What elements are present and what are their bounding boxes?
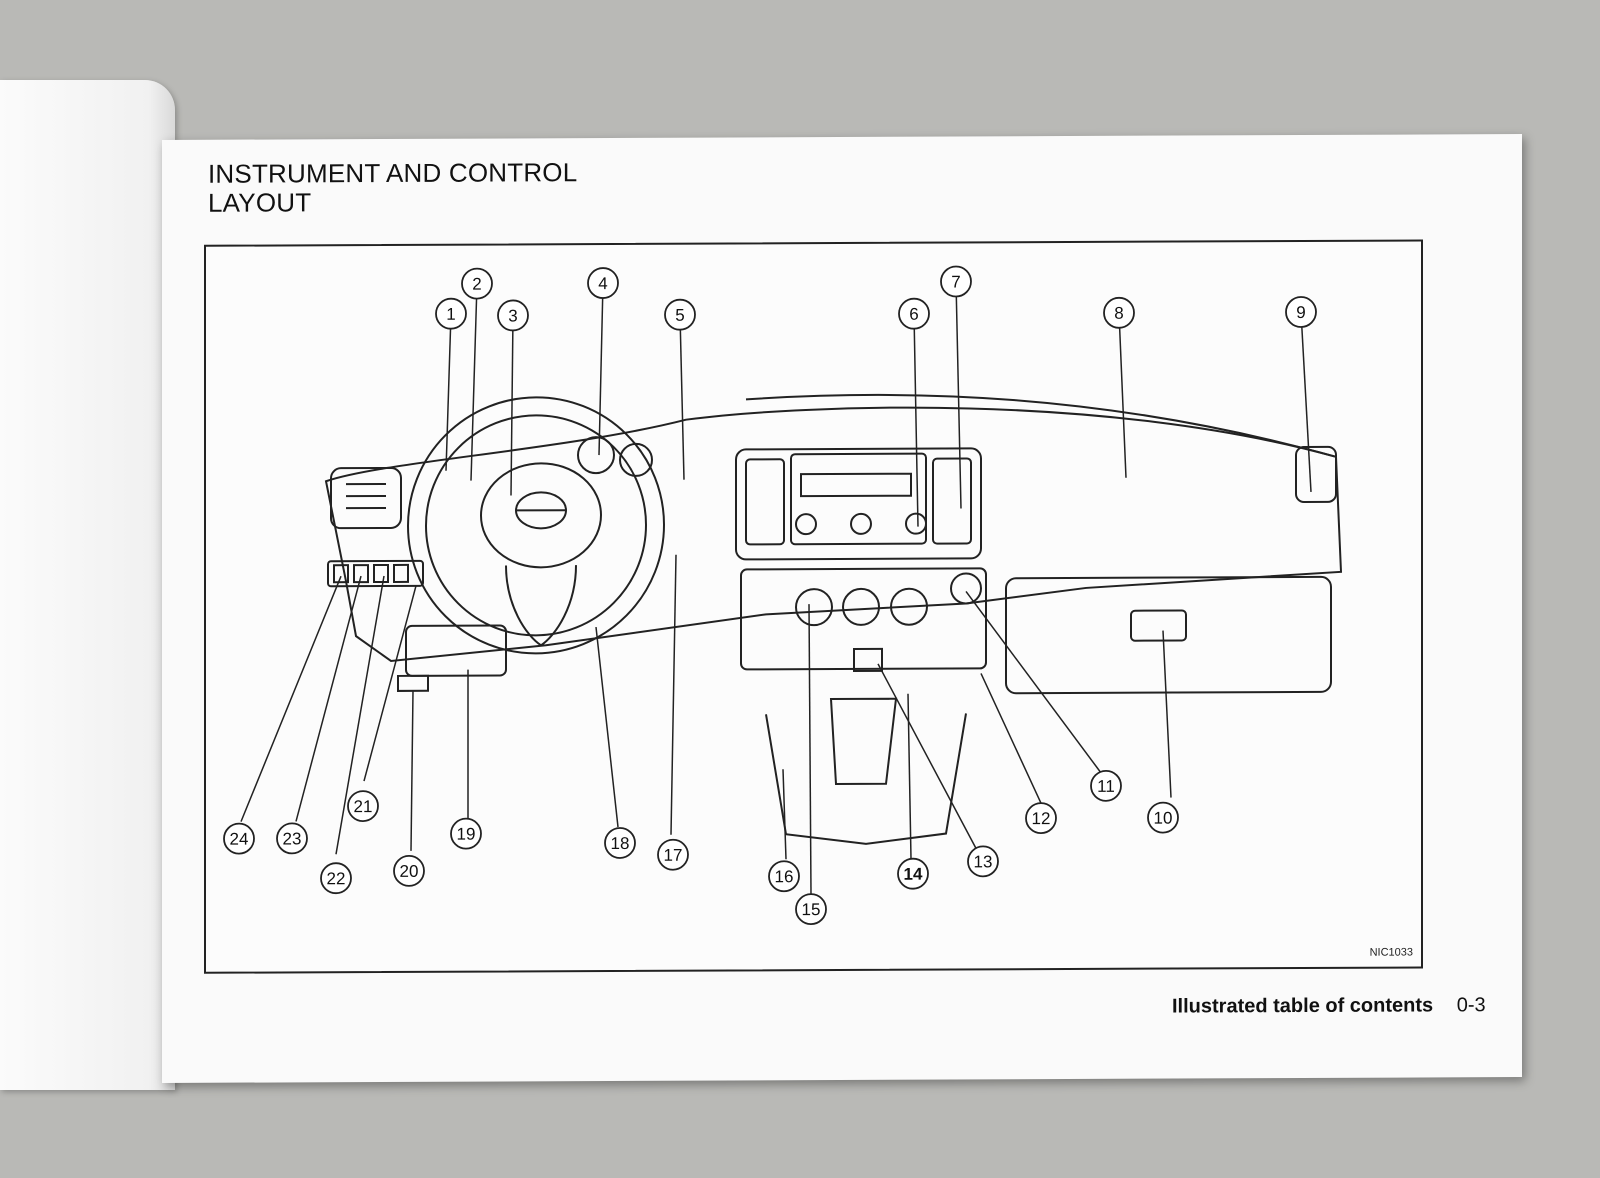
meter-right [619,442,653,477]
svg-text:19: 19 [457,825,476,844]
callout-19: 19 [450,817,482,850]
svg-text:3: 3 [508,306,517,325]
dashboard-outline [324,406,1343,663]
svg-text:5: 5 [675,306,684,325]
svg-text:22: 22 [327,869,346,888]
center-console [765,713,967,845]
callout-12: 12 [1025,802,1057,835]
svg-text:9: 9 [1296,303,1305,322]
manual-page: INSTRUMENT AND CONTROL LAYOUT [162,134,1522,1083]
svg-text:17: 17 [664,846,683,865]
footer-section-title: Illustrated table of contents [1172,994,1434,1018]
svg-text:20: 20 [400,862,419,881]
center-vent-right [932,457,972,545]
svg-text:15: 15 [802,900,821,919]
callout-3: 3 [497,299,529,332]
callout-10: 10 [1147,801,1179,834]
svg-text:1: 1 [446,305,455,324]
steering-spoke-lower [505,565,577,647]
callout-15: 15 [795,893,827,926]
callout-13: 13 [967,845,999,878]
callout-22: 22 [320,862,352,895]
svg-text:8: 8 [1114,304,1123,323]
callout-8: 8 [1103,296,1135,329]
svg-text:23: 23 [283,829,302,848]
callout-5: 5 [664,298,696,331]
callout-7: 7 [940,265,972,298]
svg-text:11: 11 [1097,777,1115,796]
meter-left [577,436,615,475]
left-page [0,80,175,1090]
dashboard-upper-edge [745,393,1337,458]
hazard-switch [853,647,883,672]
switch-panel [327,559,424,588]
glove-box-handle [1130,609,1187,642]
callout-11: 11 [1090,769,1122,802]
callout-17: 17 [657,838,689,871]
callout-6: 6 [898,297,930,330]
left-air-vent [330,466,402,530]
svg-text:14: 14 [904,865,923,884]
callout-16: 16 [768,860,800,893]
svg-text:18: 18 [611,834,630,853]
callout-24: 24 [223,822,255,855]
glove-box [1005,575,1332,695]
figure-code: NIC1033 [1369,946,1413,959]
right-air-vent [1295,445,1337,503]
page-footer: Illustrated table of contents 0-3 [1172,994,1486,1018]
callout-18: 18 [604,827,636,859]
svg-text:4: 4 [598,274,607,293]
page-title: INSTRUMENT AND CONTROL LAYOUT [208,157,578,218]
climate-panel [740,567,987,671]
shift-lever [829,697,898,786]
svg-text:24: 24 [230,830,249,849]
center-stack [735,447,982,561]
callout-20: 20 [393,854,425,887]
callout-23: 23 [276,822,308,855]
steering-wheel-inner [425,414,647,637]
hood-release [397,674,429,692]
svg-text:21: 21 [354,797,373,816]
svg-text:6: 6 [909,305,918,324]
title-line-1: INSTRUMENT AND CONTROL [208,157,578,189]
center-vent-left [745,458,785,546]
svg-text:10: 10 [1154,809,1173,828]
callout-2: 2 [461,267,493,300]
title-line-2: LAYOUT [208,187,312,218]
callout-21: 21 [347,790,379,822]
svg-text:13: 13 [974,852,993,871]
callout-14: 14 [897,857,929,890]
audio-unit [790,452,927,546]
lower-dash-left [405,624,507,677]
steering-wheel-outer [407,396,665,655]
svg-text:7: 7 [951,272,960,291]
steering-wheel-hub [480,462,602,569]
callout-1: 1 [435,297,467,330]
svg-text:2: 2 [472,275,481,294]
page-number: 0-3 [1456,994,1486,1017]
callout-4: 4 [587,267,619,299]
svg-text:12: 12 [1032,809,1051,828]
callout-9: 9 [1285,296,1317,328]
svg-text:16: 16 [775,867,794,886]
